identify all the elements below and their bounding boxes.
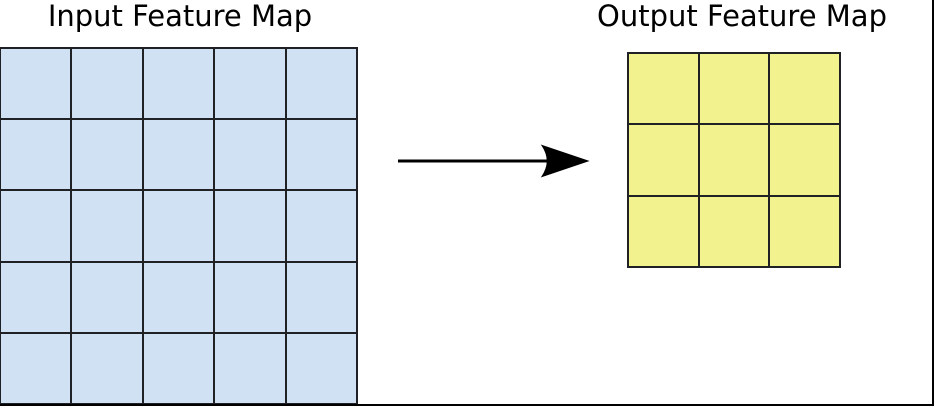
grid-cell — [1, 262, 71, 332]
output-feature-map-title: Output Feature Map — [597, 0, 887, 33]
grid-cell — [143, 49, 214, 119]
grid-cell — [1, 49, 71, 119]
grid-cell — [72, 262, 142, 332]
grid-cell — [72, 120, 142, 190]
grid-cell — [770, 196, 839, 266]
grid-cell — [629, 196, 698, 266]
grid-cell — [72, 191, 142, 261]
grid-cell — [215, 49, 285, 119]
right-arrow-icon — [398, 144, 590, 178]
grid-cell — [215, 262, 285, 332]
grid-cell — [699, 54, 769, 124]
grid-cell — [286, 49, 356, 119]
grid-cell — [770, 125, 839, 195]
grid-cell — [699, 196, 769, 266]
grid-cell — [286, 262, 356, 332]
grid-cell — [1, 191, 71, 261]
input-feature-map-title: Input Feature Map — [47, 0, 313, 33]
grid-cell — [143, 191, 214, 261]
grid-cell — [770, 54, 839, 124]
grid-cell — [215, 333, 285, 403]
grid-cell — [143, 333, 214, 403]
grid-cell — [215, 191, 285, 261]
grid-cell — [72, 333, 142, 403]
grid-cell — [215, 120, 285, 190]
grid-cell — [286, 191, 356, 261]
grid-cell — [1, 120, 71, 190]
grid-cell — [143, 262, 214, 332]
input-feature-map-grid — [0, 47, 358, 404]
grid-cell — [629, 54, 698, 124]
grid-cell — [143, 120, 214, 190]
grid-cell — [286, 333, 356, 403]
grid-cell — [1, 333, 71, 403]
grid-cell — [286, 120, 356, 190]
grid-cell — [72, 49, 142, 119]
grid-cell — [699, 125, 769, 195]
output-feature-map-grid — [627, 52, 841, 268]
grid-cell — [629, 125, 698, 195]
